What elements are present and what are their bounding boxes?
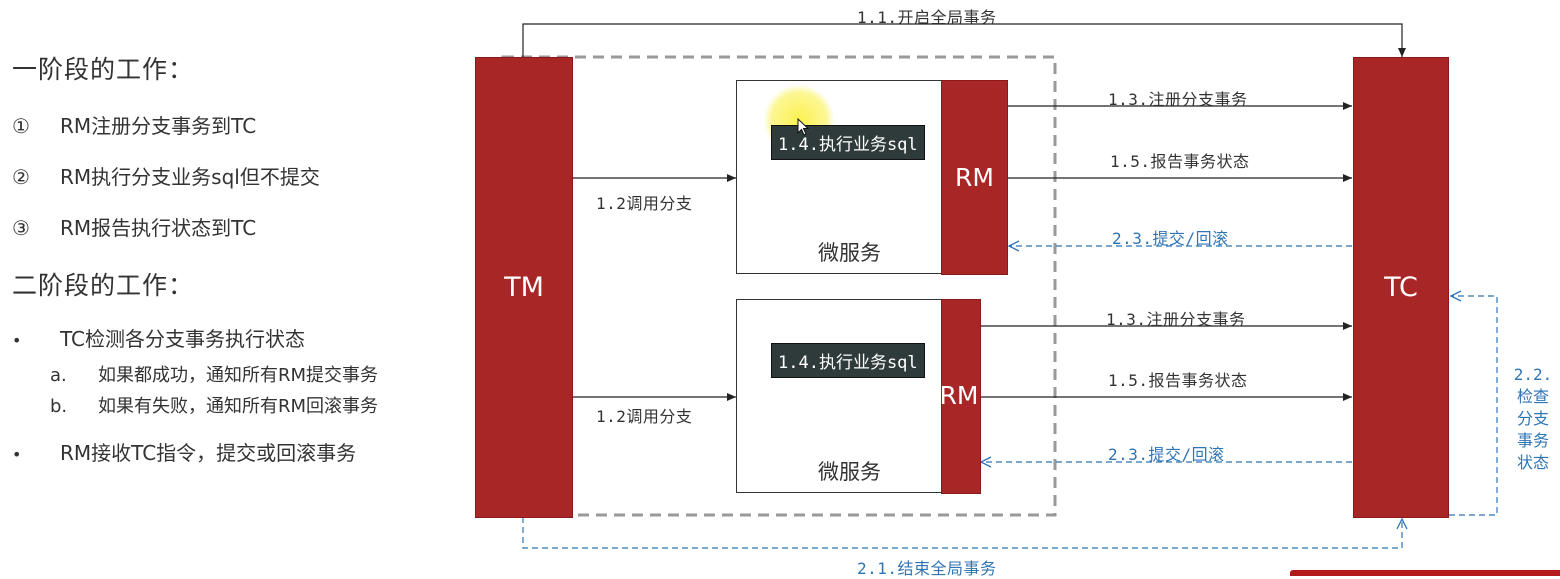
execute-sql-tag-2: 1.4.执行业务sql — [771, 343, 925, 378]
phase1-item-3: ③ RM报告执行状态到TC — [12, 212, 256, 241]
microservice-box-2 — [736, 299, 980, 493]
phase1-item-text: RM执行分支业务sql但不提交 — [60, 165, 320, 189]
phase2-bullet-text: TC检测各分支事务执行状态 — [60, 327, 306, 351]
phase1-item-2: ② RM执行分支业务sql但不提交 — [12, 161, 320, 190]
report-status-label-2: 1.5.报告事务状态 — [1108, 371, 1248, 390]
bullet-icon: • — [12, 445, 22, 464]
sub-letter: b. — [50, 396, 68, 417]
phase1-item-text: RM报告执行状态到TC — [60, 216, 257, 240]
tc-block: TC — [1353, 57, 1449, 518]
call-branch-label-1: 1.2调用分支 — [596, 194, 693, 213]
register-branch-label-1: 1.3.注册分支事务 — [1108, 90, 1248, 109]
phase2-bullet-2: • RM接收TC指令，提交或回滚事务 — [12, 437, 356, 466]
phase2-sub-a: a. 如果都成功，通知所有RM提交事务 — [50, 361, 378, 387]
microservice-label-2: 微服务 — [818, 460, 881, 484]
check-status-line: 状态 — [1516, 453, 1549, 472]
check-status-label: 2.2. 检查 分支 事务 状态 — [1510, 364, 1556, 474]
call-branch-label-2: 1.2调用分支 — [596, 407, 693, 426]
start-global-label: 1.1.开启全局事务 — [857, 8, 997, 27]
commit-rollback-label-2: 2.3.提交/回滚 — [1108, 445, 1225, 464]
corner-accent-bar — [1290, 570, 1560, 576]
sub-text: 如果都成功，通知所有RM提交事务 — [98, 365, 379, 386]
commit-rollback-label-1: 2.3.提交/回滚 — [1112, 229, 1229, 248]
rm-label: RM — [939, 381, 979, 410]
rm-block-2-text-holder: RM — [939, 299, 1011, 492]
rm-block-1: RM — [941, 80, 1008, 275]
check-status-loop — [1449, 296, 1498, 516]
check-status-line: 2.2. — [1513, 365, 1553, 384]
phase1-item-text: RM注册分支事务到TC — [60, 114, 257, 138]
end-global-arrow — [522, 517, 1402, 549]
phase2-bullet-1: • TC检测各分支事务执行状态 — [12, 323, 305, 352]
rm-block-2-overlay — [941, 299, 981, 494]
mouse-cursor-icon — [797, 118, 810, 136]
sub-letter: a. — [50, 365, 67, 386]
rm-label: RM — [955, 163, 994, 192]
circled-number-2: ② — [12, 165, 30, 189]
circled-number-3: ③ — [12, 216, 30, 240]
check-status-line: 检查 — [1516, 387, 1549, 406]
report-status-label-1: 1.5.报告事务状态 — [1110, 152, 1250, 171]
register-branch-label-2: 1.3.注册分支事务 — [1106, 310, 1246, 329]
execute-sql-tag-1: 1.4.执行业务sql — [771, 125, 925, 160]
tc-label: TC — [1384, 272, 1418, 303]
bullet-icon: • — [12, 331, 22, 350]
check-status-line: 事务 — [1516, 431, 1549, 450]
phase1-item-1: ① RM注册分支事务到TC — [12, 110, 256, 139]
tm-block: TM — [475, 57, 573, 518]
microservice-label-1: 微服务 — [818, 241, 881, 265]
tm-label: TM — [504, 272, 544, 303]
end-global-label: 2.1.结束全局事务 — [857, 559, 997, 578]
phase1-title: 一阶段的工作： — [12, 55, 195, 84]
start-global-arrow — [522, 23, 1406, 57]
phase2-title: 二阶段的工作： — [12, 271, 195, 300]
check-status-line: 分支 — [1516, 409, 1549, 428]
sub-text: 如果有失败，通知所有RM回滚事务 — [98, 396, 379, 417]
phase2-bullet-text: RM接收TC指令，提交或回滚事务 — [60, 441, 357, 465]
circled-number-1: ① — [12, 114, 30, 138]
phase2-sub-b: b. 如果有失败，通知所有RM回滚事务 — [50, 392, 378, 418]
